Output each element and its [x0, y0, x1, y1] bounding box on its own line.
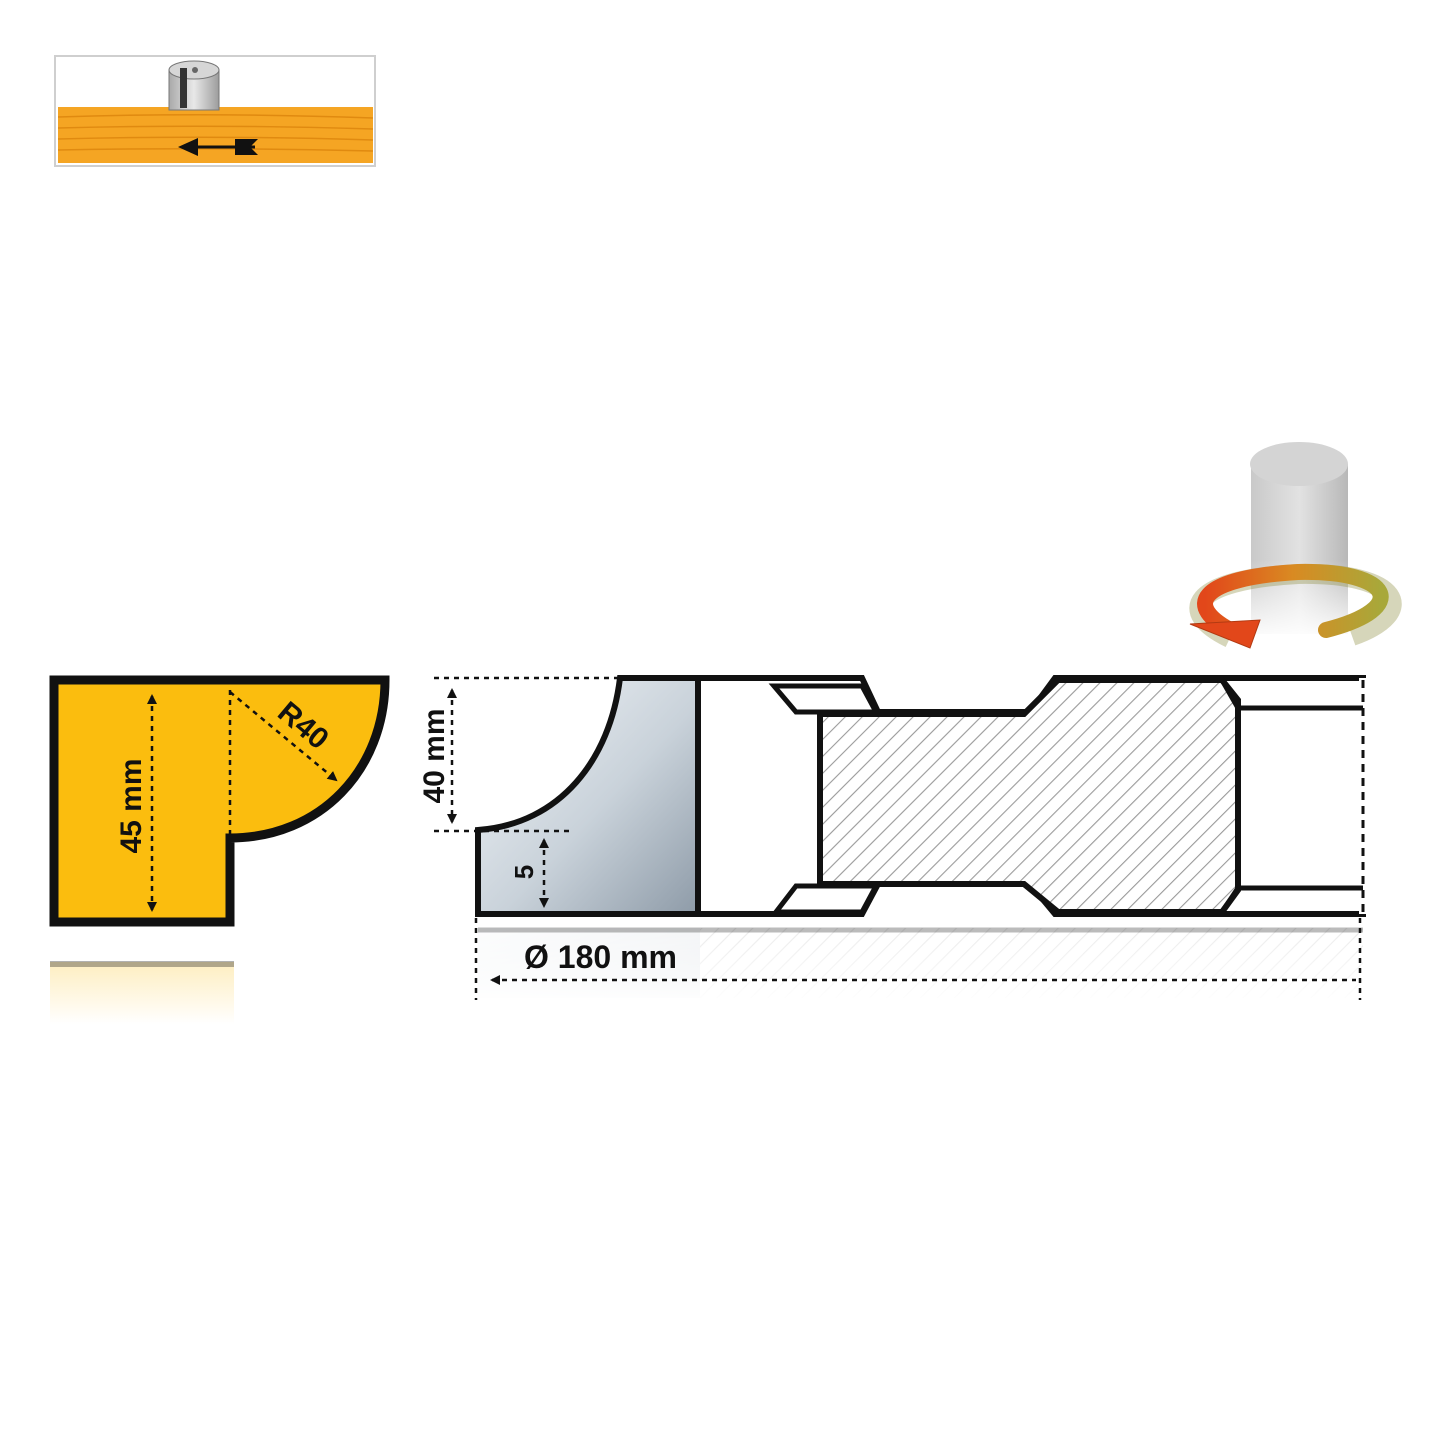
- feed-direction-thumbnail: [54, 55, 376, 167]
- board-grain-lines: [57, 113, 374, 152]
- workpiece-profile: 45 mm R40: [49, 675, 390, 1024]
- profile-shape: [49, 675, 390, 927]
- hub-section: [817, 677, 1241, 915]
- rotation-arrow-icon: [1189, 563, 1402, 649]
- lower-clamp: [770, 883, 881, 915]
- cutter-height-label: 40 mm: [418, 708, 451, 803]
- step-label: 5: [509, 865, 539, 879]
- cutter-cross-section: [470, 675, 1370, 1004]
- feed-arrow-icon: [178, 138, 258, 156]
- cutter-dimensions: 40 mm 5 Ø 180 mm: [418, 676, 1362, 1000]
- radius-dimension: [229, 691, 338, 782]
- profile-height-label: 45 mm: [115, 758, 148, 853]
- upper-clamp: [768, 683, 881, 715]
- diameter-label: Ø 180 mm: [524, 939, 677, 975]
- cutter-blade: [475, 675, 701, 917]
- spindle-rotation-icon: [1189, 442, 1402, 649]
- router-bit-icon: [168, 60, 220, 111]
